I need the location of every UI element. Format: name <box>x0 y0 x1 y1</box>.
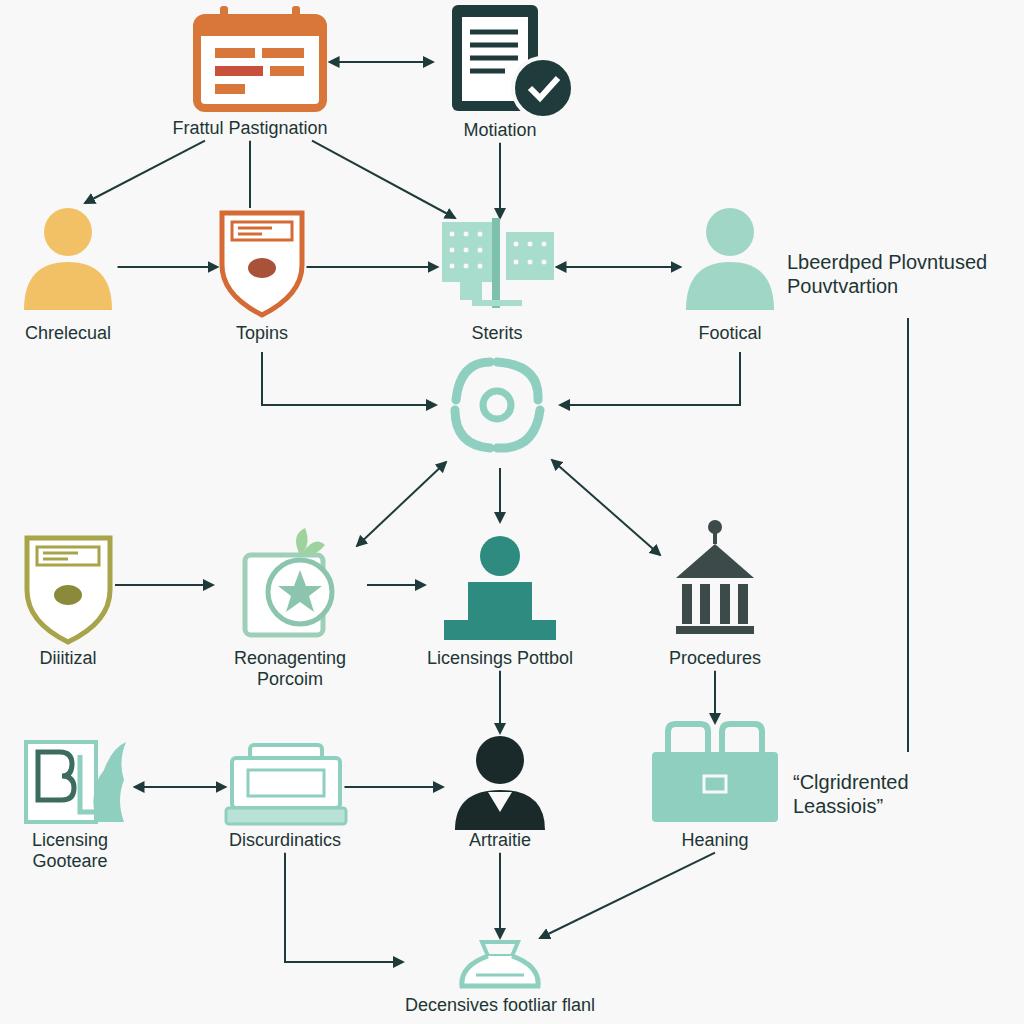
node-label: Topins <box>220 323 305 344</box>
calendar-icon <box>197 6 323 108</box>
connector <box>714 671 716 723</box>
briefcase-icon <box>652 724 778 822</box>
icon-node: Reonagenting Porcoim <box>215 525 365 689</box>
bag-icon <box>462 942 538 986</box>
leader-line <box>907 318 909 752</box>
connector <box>330 61 433 63</box>
icon-node: Licensings Pottbol <box>427 535 573 669</box>
connector <box>85 141 205 203</box>
icon-node: Chrelecual <box>21 205 116 344</box>
node-label: Procedures <box>669 648 761 669</box>
person-icon <box>686 208 774 310</box>
connector <box>499 853 501 938</box>
hub-link <box>357 462 446 546</box>
connector <box>557 266 681 268</box>
node-label: Frattul Pastignation <box>172 118 327 139</box>
clipboard-icon <box>452 5 573 118</box>
connector <box>367 584 425 586</box>
icon-node: Sterits <box>440 220 555 344</box>
person-icon <box>455 736 545 830</box>
connector <box>118 266 218 268</box>
node-label: Heaning <box>650 830 780 851</box>
icon-node: Decensives footliar flanl <box>405 940 595 1016</box>
signpost-icon <box>442 218 554 308</box>
hub-link <box>499 468 501 522</box>
swirl-hub <box>455 362 540 448</box>
icon-node: Frattul Pastignation <box>172 5 327 139</box>
icon-node: Heaning <box>650 725 780 851</box>
icon-node: Procedures <box>669 520 761 669</box>
person-icon <box>444 536 556 640</box>
connector <box>345 786 444 788</box>
node-label: Licensings Pottbol <box>427 648 573 669</box>
hub-links <box>262 318 908 752</box>
node-label: Diiitizal <box>23 648 113 669</box>
node-label: Discurdinatics <box>228 830 343 851</box>
node-label: Chrelecual <box>21 323 116 344</box>
icon-node: Discurdinatics <box>228 745 343 851</box>
connector <box>135 786 226 788</box>
shield-icon <box>222 213 302 315</box>
hub-link <box>560 352 740 405</box>
icon-node: Diiitizal <box>23 535 113 669</box>
connector <box>307 266 438 268</box>
device-icon <box>226 745 346 824</box>
badge-icon <box>245 528 332 635</box>
hub-link <box>262 352 436 405</box>
note-label: Lbeerdped Plovntused Pouvtvartion <box>787 250 1015 298</box>
icon-node: Footical <box>683 205 778 344</box>
icon-node: Artraitie <box>445 735 555 851</box>
hub-link <box>552 460 660 555</box>
shield-icon <box>27 538 110 642</box>
note-label: “Clgridrented Leassiois” <box>793 770 958 818</box>
node-label: Motiation <box>435 120 565 141</box>
connector <box>249 141 251 208</box>
icon-node: Motiation <box>435 5 565 141</box>
bank-icon <box>676 520 754 634</box>
node-label: Sterits <box>440 323 555 344</box>
icon-node: Topins <box>220 210 305 344</box>
connector <box>499 671 501 733</box>
connector <box>499 143 501 218</box>
node-label: Licensing Gooteare <box>8 830 133 871</box>
icon-node: Licensing Gooteare <box>8 740 133 871</box>
connector <box>285 853 403 962</box>
connector <box>540 853 715 938</box>
node-label: Decensives footliar flanl <box>405 995 595 1016</box>
connector <box>312 141 455 218</box>
person-icon <box>24 208 112 310</box>
node-label: Reonagenting Porcoim <box>215 648 365 689</box>
node-label: Artraitie <box>445 830 555 851</box>
node-label: Footical <box>683 323 778 344</box>
logo-icon <box>26 742 126 822</box>
connector <box>115 584 213 586</box>
